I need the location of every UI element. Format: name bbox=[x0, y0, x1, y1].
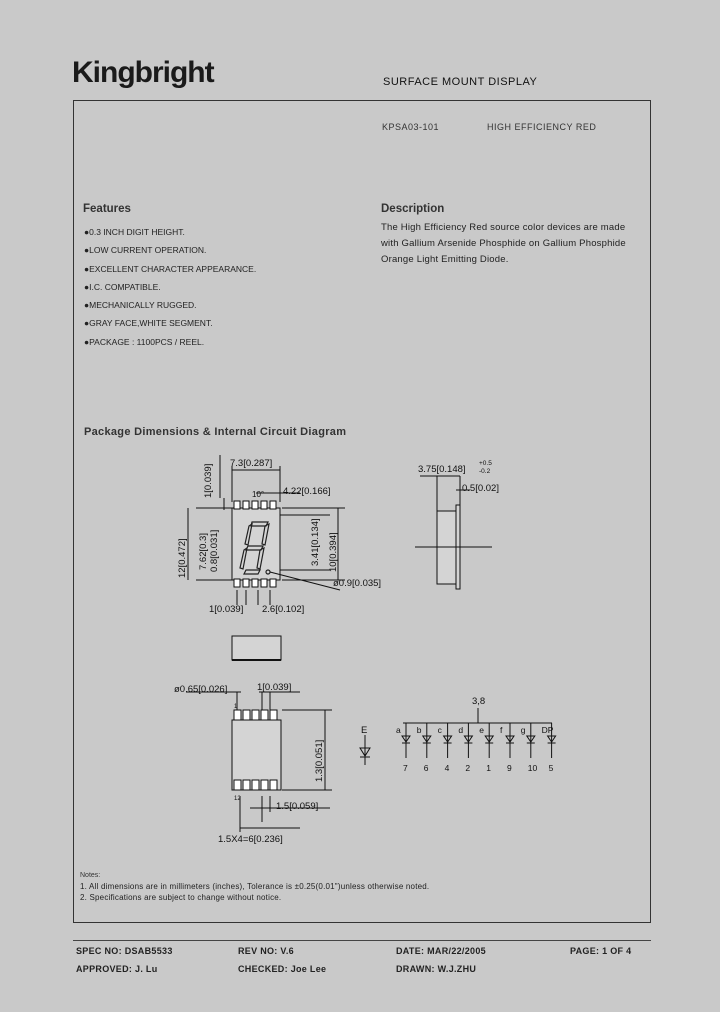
description-heading: Description bbox=[381, 203, 445, 215]
features-heading: Features bbox=[83, 203, 131, 215]
content-frame bbox=[73, 100, 651, 923]
pin-label-1: 1 bbox=[234, 704, 238, 710]
footer-divider bbox=[73, 940, 651, 941]
circuit-common-pins: 3,8 bbox=[472, 696, 485, 707]
pin-label-12: 12 bbox=[234, 796, 241, 802]
note-item: 2. Specifications are subject to change … bbox=[80, 893, 282, 902]
pin-label: 10 bbox=[528, 763, 538, 773]
pin-label: 4 bbox=[445, 763, 450, 773]
segment-label: f bbox=[500, 725, 503, 735]
dim-seg-width: 0.8[0.031] bbox=[209, 530, 220, 572]
dim-tol-minus: -0.2 bbox=[479, 468, 491, 475]
pin-label: 1 bbox=[486, 763, 491, 773]
dim-angle: 10° bbox=[252, 490, 264, 499]
diode-icon bbox=[505, 735, 515, 743]
pin-label: 2 bbox=[465, 763, 470, 773]
document-type: SURFACE MOUNT DISPLAY bbox=[383, 76, 538, 88]
approved-by: APPROVED: J. Lu bbox=[76, 964, 158, 974]
bottom-view-body bbox=[231, 635, 282, 661]
dim-pad-pitch: 1[0.039] bbox=[257, 682, 291, 693]
document-date: DATE: MAR/22/2005 bbox=[396, 946, 486, 956]
dim-side-small: 0.5[0.02] bbox=[462, 483, 499, 494]
drawn-by: DRAWN: W.J.ZHU bbox=[396, 964, 477, 974]
dim-height-total: 12[0.472] bbox=[177, 538, 188, 578]
dim-height-10: 10[0.394] bbox=[328, 532, 339, 572]
feature-item: ●0.3 INCH DIGIT HEIGHT. bbox=[84, 227, 185, 237]
dim-top-margin: 1[0.039] bbox=[203, 464, 214, 498]
diode-icon bbox=[546, 735, 557, 743]
segment-label: b bbox=[417, 725, 422, 735]
circuit-diodes bbox=[401, 723, 557, 758]
pin-label: 7 bbox=[403, 763, 408, 773]
front-view-body bbox=[231, 507, 281, 581]
feature-item: ●I.C. COMPATIBLE. bbox=[84, 281, 161, 292]
dim-pad-length: 1.3[0.051] bbox=[314, 740, 325, 782]
note-item: 1. All dimensions are in millimeters (in… bbox=[80, 882, 430, 891]
diode-icon bbox=[484, 735, 495, 743]
segment-label: DP bbox=[542, 725, 554, 735]
spec-number: SPEC NO: DSAB5533 bbox=[76, 946, 173, 956]
diode-icon bbox=[442, 735, 453, 743]
diode-icon bbox=[421, 735, 432, 743]
feature-item: ●EXCELLENT CHARACTER APPEARANCE. bbox=[84, 263, 257, 274]
notes-title: Notes: bbox=[80, 872, 101, 879]
circuit-side-label: E bbox=[361, 725, 367, 736]
dim-pad-span: 1.5X4=6[0.236] bbox=[218, 834, 283, 845]
dim-tol-plus: +0.5 bbox=[479, 460, 492, 467]
segment-label: d bbox=[458, 725, 463, 735]
dim-pad-edge: 1.5[0.059] bbox=[276, 801, 318, 812]
dim-hole: ø0.9[0.035] bbox=[333, 578, 381, 589]
pin-label: 5 bbox=[549, 763, 554, 773]
dim-top-width: 7.3[0.287] bbox=[230, 458, 272, 469]
dim-inner-height: 3.41[0.134] bbox=[310, 518, 321, 566]
page-number: PAGE: 1 OF 4 bbox=[570, 946, 632, 956]
seven-segment-digit-icon bbox=[239, 521, 271, 575]
revision-number: REV NO: V.6 bbox=[238, 946, 294, 956]
segment-label: c bbox=[438, 725, 443, 735]
dim-side-depth: 3.75[0.148] bbox=[418, 464, 466, 475]
feature-item: ●MECHANICALLY RUGGED. bbox=[84, 300, 197, 311]
diode-icon bbox=[401, 735, 411, 743]
diode-icon bbox=[463, 735, 474, 743]
segment-label: e bbox=[479, 725, 484, 735]
diode-icon bbox=[525, 735, 536, 743]
dim-seg-offset: 4.22[0.166] bbox=[283, 486, 331, 497]
pin-label: 6 bbox=[424, 763, 429, 773]
package-heading: Package Dimensions & Internal Circuit Di… bbox=[84, 426, 347, 438]
circuit-labels: a 7 b 6 c 4 d 2 e 1 f 9 g 10 DP 5 bbox=[396, 725, 554, 773]
company-logo: Kingbright bbox=[72, 56, 215, 89]
description-text: The High Efficiency Red source color dev… bbox=[381, 222, 626, 265]
features-list: ●0.3 INCH DIGIT HEIGHT. ●LOW CURRENT OPE… bbox=[84, 223, 256, 351]
feature-item: ●PACKAGE : 1100PCS / REEL. bbox=[84, 336, 205, 347]
checked-by: CHECKED: Joe Lee bbox=[238, 964, 327, 974]
part-color: HIGH EFFICIENCY RED bbox=[487, 122, 597, 132]
pin-label: 9 bbox=[507, 763, 512, 773]
dim-pad-diameter: ø0.65[0.026] bbox=[174, 684, 227, 695]
dim-digit-height: 7.62[0.3] bbox=[198, 533, 209, 570]
dim-bottom-1: 1[0.039] bbox=[209, 604, 243, 615]
feature-item: ●LOW CURRENT OPERATION. bbox=[84, 245, 207, 256]
dim-bottom-2: 2.6[0.102] bbox=[262, 604, 304, 615]
part-number: KPSA03-101 bbox=[382, 122, 440, 132]
segment-label: g bbox=[521, 725, 526, 735]
segment-label: a bbox=[396, 725, 401, 735]
feature-item: ●GRAY FACE,WHITE SEGMENT. bbox=[84, 318, 213, 329]
